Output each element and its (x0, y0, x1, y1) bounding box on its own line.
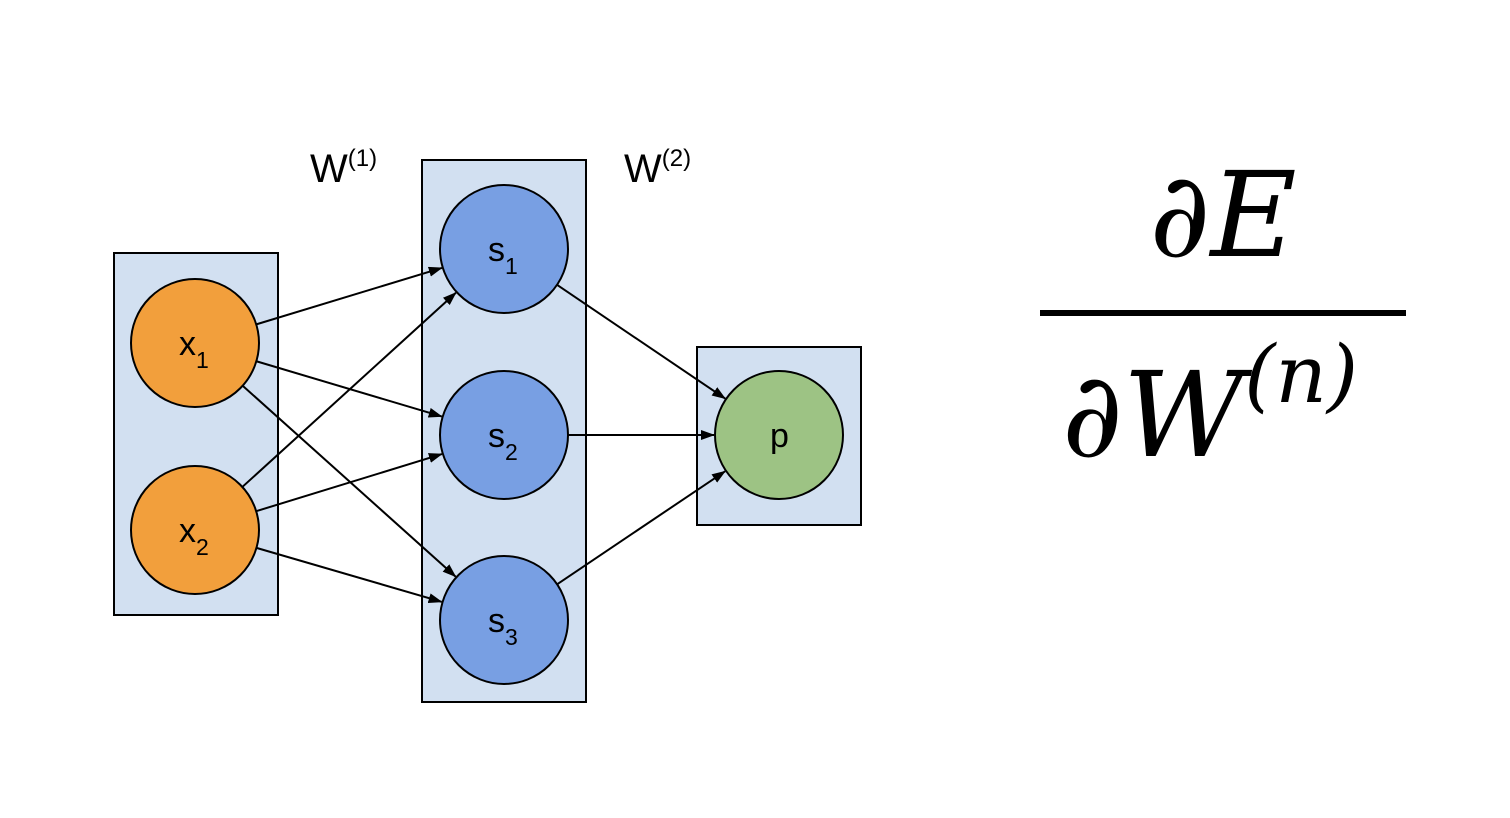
node-p-base: p (770, 417, 789, 455)
node-p: p (714, 370, 844, 500)
weight-label-1-sup: (1) (348, 145, 377, 172)
node-s2-circle (439, 370, 569, 500)
edge-x2-s3 (256, 546, 443, 603)
numerator-partial: ∂ (1149, 146, 1210, 284)
node-p-label: p (770, 417, 789, 455)
formula-denominator: ∂W(n) (1062, 328, 1358, 484)
node-x1-base: x (179, 325, 196, 363)
node-s1: s1 (439, 184, 569, 314)
edge-x1-s3 (241, 384, 457, 578)
node-x1: x1 (130, 278, 260, 408)
edges (241, 266, 726, 603)
gradient-formula: ∂E ∂W(n) (1040, 146, 1406, 484)
denominator-partial: ∂ (1062, 346, 1123, 484)
node-s2: s2 (439, 370, 569, 500)
node-x2-base: x (179, 512, 196, 550)
weight-label-2-sup: (2) (662, 145, 691, 172)
node-x2-circle (130, 465, 260, 595)
edge-x1-s1 (255, 266, 443, 326)
numerator-variable: E (1208, 146, 1296, 284)
weight-label-2-base: W (624, 147, 662, 191)
edge-s1-p (556, 284, 726, 400)
node-x2: x2 (130, 465, 260, 595)
node-s2-label: s2 (488, 417, 518, 465)
node-s2-subscript: 2 (505, 439, 518, 465)
denominator-variable: W (1123, 346, 1253, 484)
denominator-superscript: (n) (1244, 328, 1358, 421)
edge-s3-p (556, 470, 726, 586)
node-s1-subscript: 1 (505, 253, 518, 279)
node-s3-subscript: 3 (505, 624, 518, 650)
weight-label-1-base: W (310, 147, 348, 191)
node-s3-circle (439, 555, 569, 685)
node-s1-label: s1 (488, 231, 518, 279)
node-x2-label: x2 (179, 512, 209, 560)
formula-numerator: ∂E (1149, 146, 1296, 284)
edge-x2-s1 (241, 291, 457, 488)
node-s1-circle (439, 184, 569, 314)
edge-x2-s2 (255, 453, 443, 513)
node-x1-subscript: 1 (196, 347, 209, 373)
node-x1-label: x1 (179, 325, 209, 373)
weight-label-1: W(1) (310, 145, 377, 191)
node-s2-base: s (488, 417, 505, 455)
node-s3: s3 (439, 555, 569, 685)
node-x2-subscript: 2 (196, 534, 209, 560)
weight-label-2: W(2) (624, 145, 691, 191)
node-s3-label: s3 (488, 602, 518, 650)
node-p-circle (714, 370, 844, 500)
node-s1-base: s (488, 231, 505, 269)
node-s3-base: s (488, 602, 505, 640)
node-x1-circle (130, 278, 260, 408)
